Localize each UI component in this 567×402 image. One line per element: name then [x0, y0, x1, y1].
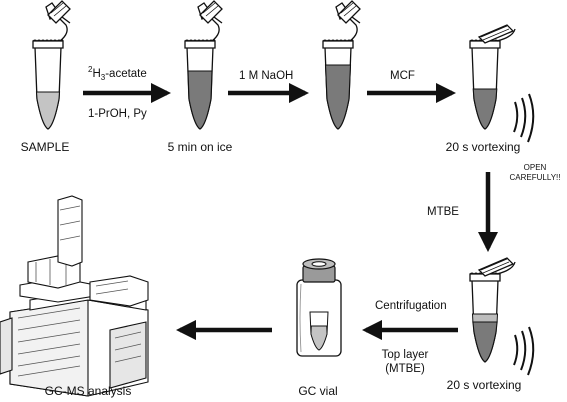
acetate-rest: -acetate [105, 67, 147, 80]
top-layer-label-2: (MTBE) [385, 363, 425, 375]
sample-tube [32, 0, 71, 130]
mcf-vortex-tube [469, 24, 516, 130]
vortex1-label: 20 s vortexing [445, 140, 521, 154]
mtbe-vortex-tube [469, 257, 516, 363]
naoh-label: 1 M NaOH [239, 70, 294, 82]
gcms-instrument [0, 195, 149, 397]
mcf-label: MCF [390, 70, 415, 82]
gcms-label: GC-MS analysis [44, 384, 132, 398]
acetate-sub: 3 [100, 73, 106, 83]
gc-vial-label: GC vial [298, 384, 338, 398]
acetate-h: H [92, 67, 101, 80]
ice-tube [184, 0, 223, 130]
ice-label: 5 min on ice [167, 140, 233, 154]
propanol-label: 1-PrOH, Py [88, 108, 147, 120]
sample-label: SAMPLE [20, 140, 70, 154]
acetate-label: 2H3-acetate [88, 65, 147, 82]
mtbe-label: MTBE [427, 206, 459, 218]
vortex-motion-lines-1 [513, 93, 535, 143]
top-layer-label-1: Top layer [381, 349, 429, 361]
vortex-motion-lines-2 [513, 326, 535, 376]
naoh-tube [322, 0, 361, 130]
gc-vial [296, 258, 342, 357]
warning-line-2: CAREFULLY!! [509, 173, 561, 182]
vortex2-label: 20 s vortexing [446, 378, 522, 392]
centrifugation-label: Centrifugation [375, 300, 447, 312]
warning-line-1: OPEN [523, 163, 547, 172]
acetate-sup: 2 [88, 65, 93, 74]
